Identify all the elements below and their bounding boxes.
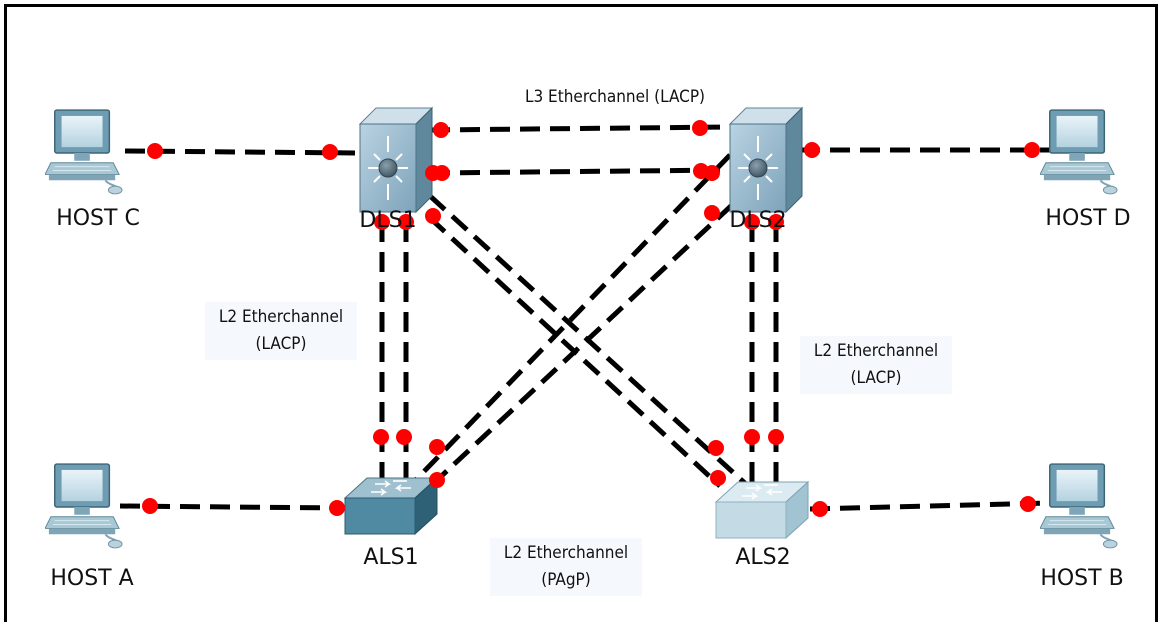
port-dot [704,165,720,181]
note-l2-etherchannel-bottom: L2 Etherchannel (PAgP) [490,538,642,596]
host-c-icon [45,109,123,195]
port-dot [429,472,445,488]
port-dot [374,214,390,230]
port-dot [434,165,450,181]
port-dot [1024,142,1040,158]
als2-switch-icon [714,480,810,540]
als2-label: ALS2 [735,545,791,570]
port-dot [768,429,784,445]
link-als2-hostb [809,500,1051,512]
port-dot [398,214,414,230]
port-dot [744,429,760,445]
dls1-multilayer-switch-icon [358,106,434,214]
port-dot [433,122,449,138]
port-dot [429,439,445,455]
port-dot [142,498,158,514]
port-dot [804,142,820,158]
port-dot [704,205,720,221]
host-c-label: HOST C [56,206,140,231]
note-l2-etherchannel-left: L2 Etherchannel (LACP) [205,302,357,360]
host-a-label: HOST A [50,566,134,591]
port-dot [329,500,345,516]
host-a-icon [45,463,123,549]
link-dls2-als1-b [418,203,734,498]
host-b-label: HOST B [1040,566,1124,591]
port-dot [373,429,389,445]
link-dls1-dls2-bottom [429,167,731,176]
port-dot [708,440,724,456]
dls2-multilayer-switch-icon [728,106,804,214]
port-dot [692,120,708,136]
host-d-label: HOST D [1045,206,1131,231]
note-l3-etherchannel: L3 Etherchannel (LACP) [490,82,740,113]
dls1-label: DLS1 [359,208,417,233]
host-b-icon [1040,463,1118,549]
als1-label: ALS1 [363,545,419,570]
port-dot [425,208,441,224]
port-dot [812,501,828,517]
port-dot [744,214,760,230]
note-l2-etherchannel-right: L2 Etherchannel (LACP) [800,336,952,394]
port-dot [322,144,338,160]
host-d-icon [1040,109,1118,195]
port-indicators [142,120,1040,517]
port-dot [768,214,784,230]
port-dot [396,429,412,445]
dls2-label: DLS2 [729,208,787,233]
link-dls1-dls2-top [429,124,731,133]
link-hostc-dls1 [124,148,359,156]
port-dot [1020,496,1036,512]
port-dot [710,470,726,486]
port-dot [147,143,163,159]
link-dls2-als1-a [406,153,732,490]
als1-switch-icon [343,476,439,536]
